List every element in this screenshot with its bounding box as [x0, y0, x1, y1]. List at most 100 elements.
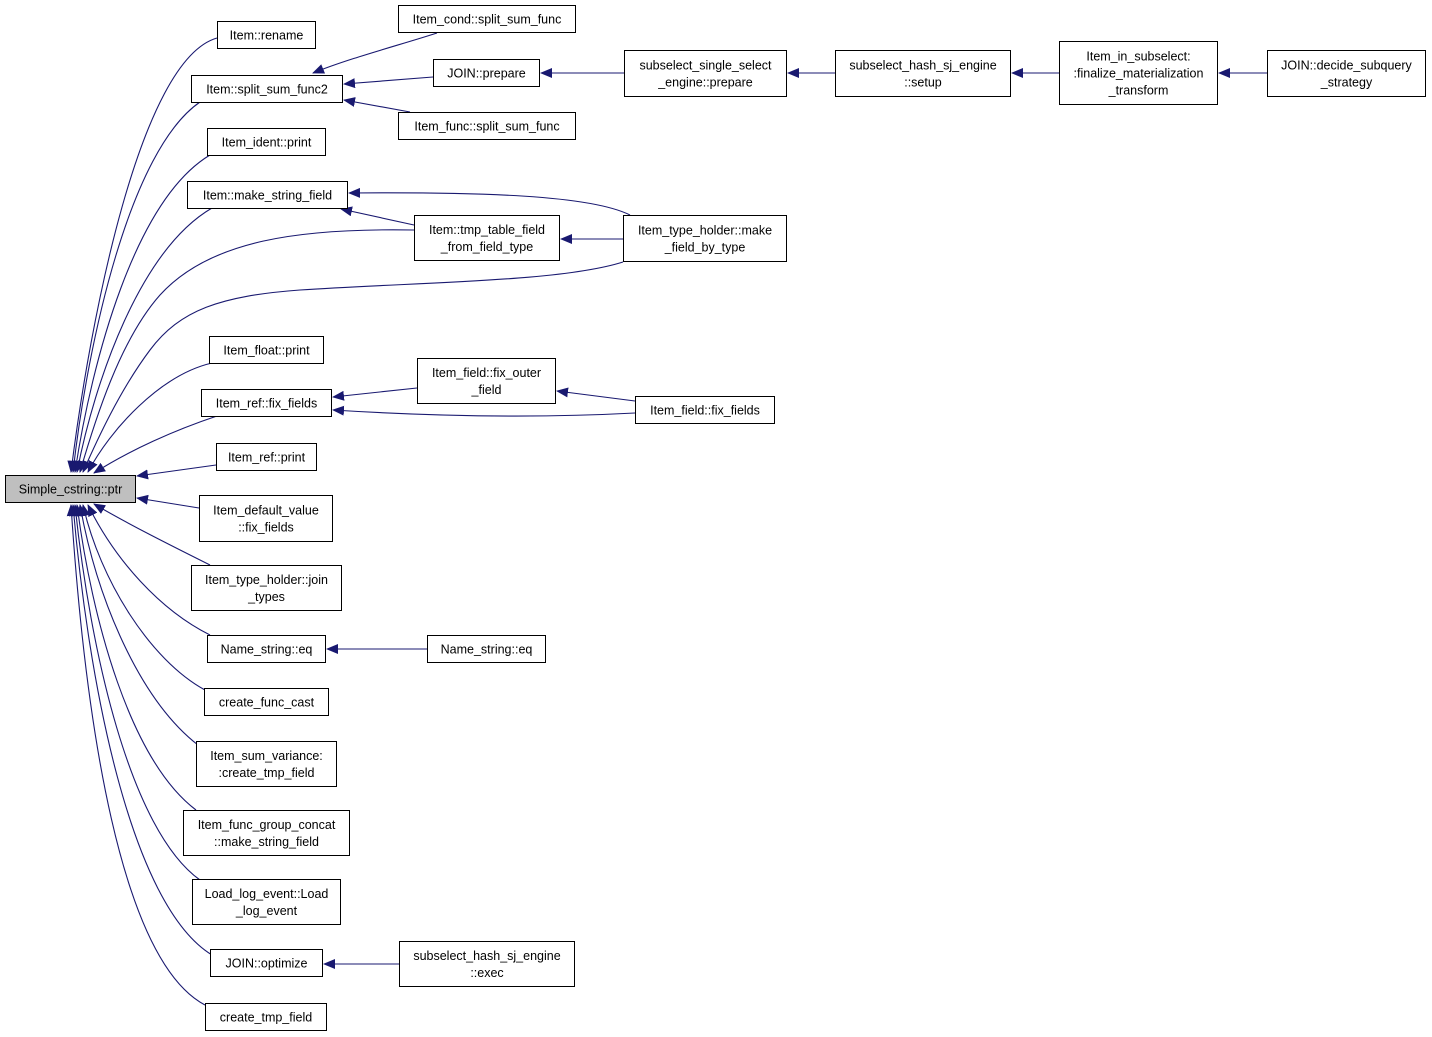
node-item-func-split-sum-func[interactable]: Item_func::split_sum_func: [398, 112, 576, 140]
node-label: Name_string::eq: [441, 643, 533, 657]
edge-item-type-holder-make-field-by-type-to-simple-cstring-ptr: [82, 261, 624, 473]
edge-item-sum-variance-create-tmp-field-to-simple-cstring-ptr: [77, 504, 199, 746]
edge-item-type-holder-join-types-to-simple-cstring-ptr: [93, 503, 211, 566]
edge-item-cond-split-sum-func-to-item-split-sum-func2: [312, 32, 438, 74]
node-box: [399, 941, 575, 987]
node-label: ::fix_fields: [238, 521, 294, 535]
node-label: Item::make_string_field: [203, 189, 332, 203]
node-name-string-eq-2[interactable]: Name_string::eq: [427, 635, 546, 663]
node-item-ref-print[interactable]: Item_ref::print: [216, 443, 317, 471]
edge-item-field-fix-fields-to-item-field-fix-outer-field: [556, 387, 636, 402]
node-label: ::make_string_field: [214, 835, 319, 849]
node-label: Item_ref::fix_fields: [216, 397, 317, 411]
node-box: [187, 181, 348, 209]
edge-item-func-group-concat-make-string-field-to-simple-cstring-ptr: [73, 504, 197, 811]
edge-item-func-split-sum-func-to-item-split-sum-func2: [343, 97, 411, 113]
edge-join-prepare-to-item-split-sum-func2: [343, 76, 434, 89]
node-subselect-single-select-engine-prepare[interactable]: subselect_single_select_engine::prepare: [624, 50, 787, 97]
node-item-make-string-field[interactable]: Item::make_string_field: [187, 181, 348, 209]
node-item-tmp-table-field-from-field-type[interactable]: Item::tmp_table_field_from_field_type: [414, 215, 560, 261]
node-item-func-group-concat-make-string-field[interactable]: Item_func_group_concat::make_string_fiel…: [183, 810, 350, 856]
edge-item-ref-fix-fields-to-simple-cstring-ptr: [93, 415, 218, 474]
edge-item-rename-to-simple-cstring-ptr: [67, 37, 218, 473]
node-label: Item::tmp_table_field: [429, 223, 545, 237]
node-item-default-value-fix-fields[interactable]: Item_default_value::fix_fields: [199, 495, 333, 542]
node-box: [5, 475, 136, 503]
node-item-split-sum-func2[interactable]: Item::split_sum_func2: [191, 75, 343, 103]
node-box: [196, 741, 337, 787]
node-box: [1059, 41, 1218, 105]
node-label: _from_field_type: [440, 240, 533, 254]
node-label: subselect_hash_sj_engine: [849, 59, 996, 73]
node-label: :create_tmp_field: [219, 766, 315, 780]
node-item-type-holder-make-field-by-type[interactable]: Item_type_holder::make_field_by_type: [623, 215, 787, 262]
node-box: [624, 50, 787, 97]
node-simple-cstring-ptr[interactable]: Simple_cstring::ptr: [5, 475, 136, 503]
node-box: [217, 21, 316, 49]
node-label: _transform: [1108, 84, 1169, 98]
edges: [66, 32, 1267, 1006]
node-item-sum-variance-create-tmp-field[interactable]: Item_sum_variance::create_tmp_field: [196, 741, 337, 787]
node-load-log-event-load-log-event[interactable]: Load_log_event::Load_log_event: [192, 879, 341, 925]
node-label: _engine::prepare: [657, 76, 753, 90]
edge-item-field-fix-outer-field-to-item-ref-fix-fields: [332, 387, 418, 401]
node-box: [207, 635, 326, 663]
edge-item-tmp-table-field-from-field-type-to-simple-cstring-ptr: [78, 229, 415, 473]
node-box: [398, 5, 576, 33]
node-label: _field_by_type: [664, 241, 746, 255]
node-box: [216, 443, 317, 471]
node-label: Item_field::fix_outer: [432, 366, 541, 380]
edge-item-field-fix-fields-to-item-ref-fix-fields: [332, 405, 636, 417]
node-box: [207, 128, 326, 156]
edge-load-log-event-load-log-event-to-simple-cstring-ptr: [71, 504, 201, 881]
edge-item-split-sum-func2-to-simple-cstring-ptr: [69, 101, 201, 473]
node-label: Item_type_holder::join: [205, 573, 328, 587]
node-label: _strategy: [1320, 76, 1373, 90]
node-join-optimize[interactable]: JOIN::optimize: [210, 949, 323, 977]
node-label: Item::split_sum_func2: [206, 83, 328, 97]
node-item-ref-fix-fields[interactable]: Item_ref::fix_fields: [201, 389, 332, 417]
node-label: ::exec: [470, 966, 503, 980]
node-item-field-fix-fields[interactable]: Item_field::fix_fields: [635, 396, 775, 424]
edge-create-func-cast-to-simple-cstring-ptr: [80, 504, 206, 691]
node-item-field-fix-outer-field[interactable]: Item_field::fix_outer_field: [417, 358, 556, 404]
node-box: [201, 389, 332, 417]
edge-create-tmp-field-to-simple-cstring-ptr: [66, 504, 206, 1006]
node-item-type-holder-join-types[interactable]: Item_type_holder::join_types: [191, 565, 342, 611]
node-item-cond-split-sum-func[interactable]: Item_cond::split_sum_func: [398, 5, 576, 33]
node-create-tmp-field[interactable]: create_tmp_field: [205, 1003, 327, 1031]
node-box: [191, 565, 342, 611]
node-box: [210, 949, 323, 977]
node-box: [199, 495, 333, 542]
node-subselect-hash-sj-engine-setup[interactable]: subselect_hash_sj_engine::setup: [835, 50, 1011, 97]
node-item-rename[interactable]: Item::rename: [217, 21, 316, 49]
edge-item-ref-print-to-simple-cstring-ptr: [136, 464, 217, 480]
node-subselect-hash-sj-engine-exec[interactable]: subselect_hash_sj_engine::exec: [399, 941, 575, 987]
edge-item-make-string-field-to-simple-cstring-ptr: [74, 207, 213, 473]
node-label: Item_cond::split_sum_func: [413, 13, 562, 27]
node-box: [623, 215, 787, 262]
edge-item-tmp-table-field-from-field-type-to-item-make-string-field: [340, 206, 415, 226]
node-label: Item_func::split_sum_func: [414, 120, 559, 134]
node-label: _types: [247, 590, 285, 604]
node-create-func-cast[interactable]: create_func_cast: [204, 688, 329, 716]
node-label: _log_event: [235, 904, 298, 918]
node-item-float-print[interactable]: Item_float::print: [209, 336, 324, 364]
node-box: [635, 396, 775, 424]
node-box: [417, 358, 556, 404]
node-label: :finalize_materialization: [1074, 67, 1204, 81]
node-label: Simple_cstring::ptr: [19, 483, 123, 497]
node-join-decide-subquery-strategy[interactable]: JOIN::decide_subquery_strategy: [1267, 50, 1426, 97]
node-item-ident-print[interactable]: Item_ident::print: [207, 128, 326, 156]
node-join-prepare[interactable]: JOIN::prepare: [433, 59, 540, 87]
node-label: create_func_cast: [219, 696, 315, 710]
node-box: [398, 112, 576, 140]
node-label: Item_default_value: [213, 504, 319, 518]
node-box: [427, 635, 546, 663]
node-label: Name_string::eq: [221, 643, 313, 657]
edge-item-type-holder-make-field-by-type-to-item-make-string-field: [348, 187, 631, 216]
node-name-string-eq[interactable]: Name_string::eq: [207, 635, 326, 663]
node-box: [414, 215, 560, 261]
node-item-in-subselect-finalize-materialization-transform[interactable]: Item_in_subselect::finalize_materializat…: [1059, 41, 1218, 105]
